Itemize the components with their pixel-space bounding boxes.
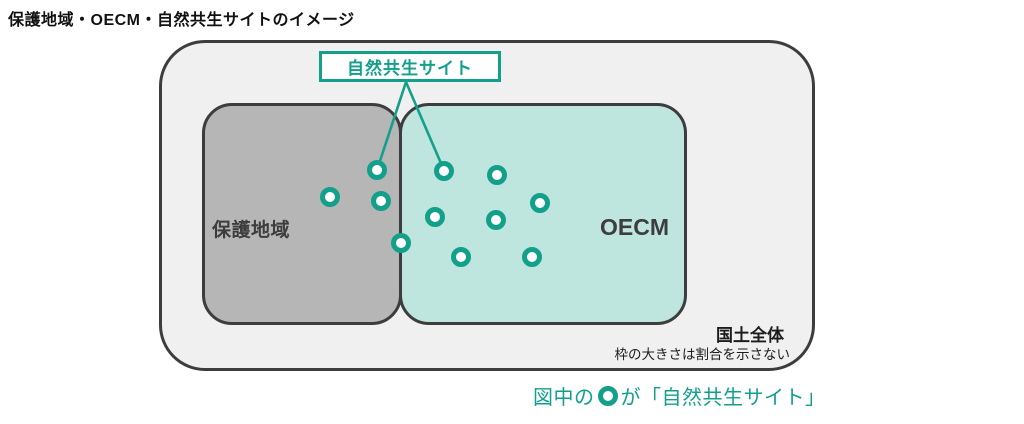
page-title: 保護地域・OECM・自然共生サイトのイメージ	[8, 12, 355, 29]
national-land-label: 国土全体	[716, 326, 784, 345]
circle-ring-icon	[597, 385, 618, 406]
scale-disclaimer-note: 枠の大きさは割合を示さない	[614, 347, 791, 362]
oecm-label: OECM	[600, 214, 669, 240]
legend-caption-prefix: 図中の	[533, 387, 595, 409]
site-marker	[486, 164, 507, 185]
protected-area-label: 保護地域	[212, 220, 291, 241]
site-marker	[521, 246, 542, 267]
coexistence-site-callout-label: 自然共生サイト	[347, 59, 473, 78]
site-marker	[529, 192, 550, 213]
oecm-region: OECM	[399, 103, 687, 325]
site-marker	[370, 190, 391, 211]
legend-caption: 図中の が「自然共生サイト」	[533, 381, 826, 410]
site-marker	[319, 186, 340, 207]
site-marker	[485, 209, 506, 230]
coexistence-site-callout: 自然共生サイト	[319, 51, 501, 82]
site-marker	[390, 232, 411, 253]
legend-caption-suffix: が「自然共生サイト」	[620, 387, 826, 409]
site-marker	[433, 160, 454, 181]
protected-area-region: 保護地域	[202, 103, 402, 325]
site-marker	[366, 159, 387, 180]
site-marker	[450, 246, 471, 267]
site-marker	[424, 206, 445, 227]
